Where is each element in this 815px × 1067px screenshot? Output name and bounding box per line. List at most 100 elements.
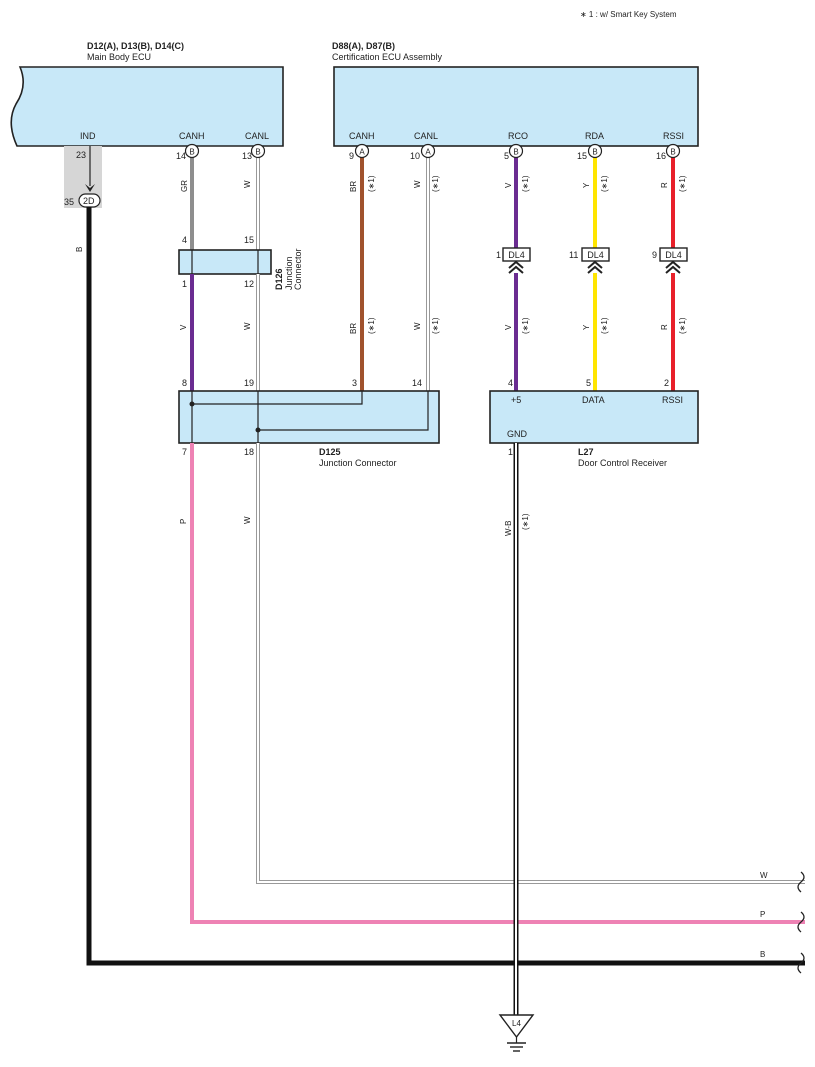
cert-rco-tag: B (513, 148, 518, 157)
wire-label-p: P (179, 519, 188, 524)
dl4-chevron-rssi-icon (665, 260, 681, 274)
wire-star-r-2: (∗1) (678, 317, 687, 334)
d125-splice-canl (255, 427, 261, 433)
exit-label-p: P (760, 910, 765, 919)
wire-star-y-2: (∗1) (600, 317, 609, 334)
wire-w-out (257, 443, 805, 883)
exit-label-b: B (760, 950, 765, 959)
d125-pin-8: 8 (182, 378, 187, 388)
d126-name-2: Connector (293, 248, 303, 290)
l27-pin-4: 4 (508, 378, 513, 388)
ind-junction-pin: 35 (64, 197, 74, 207)
break-p-icon (797, 911, 805, 933)
d125-pin-7: 7 (182, 447, 187, 457)
cert-rda-pin-number: 15 (577, 151, 587, 161)
main-ecu-pin-ind: IND (80, 131, 96, 141)
d125-splice-canh (189, 401, 195, 407)
d125-link-canl (257, 391, 429, 443)
cert-canl-connector (420, 143, 436, 159)
wire-star-y-1: (∗1) (600, 175, 609, 192)
d125-pin-18: 18 (244, 447, 254, 457)
ind-arrow-icon (85, 184, 95, 192)
cert-ecu-pin-canh: CANH (349, 131, 375, 141)
wire-label-wb: W-B (504, 521, 513, 536)
cert-canh-connector (354, 143, 370, 159)
d125-pin-14: 14 (412, 378, 422, 388)
dl4-pin-rda: 11 (569, 250, 578, 260)
wire-star-v-1: (∗1) (521, 175, 530, 192)
wire-star-w-2: (∗1) (431, 317, 440, 334)
d126-pin-4: 4 (182, 235, 187, 245)
wire-label-v-2: V (504, 182, 513, 188)
wire-label-y-1: Y (582, 182, 591, 188)
wire-star-v-2: (∗1) (521, 317, 530, 334)
cert-canl-pin-number: 10 (410, 151, 420, 161)
cert-ecu-pin-rco: RCO (508, 131, 528, 141)
wire-p-pink (190, 443, 805, 924)
d125-name: Junction Connector (319, 458, 397, 468)
wire-label-w-4: W (413, 322, 422, 330)
cert-rssi-tag: B (670, 148, 675, 157)
footnote: ∗ 1 : w/ Smart Key System (580, 10, 677, 19)
main-canh-tag: B (189, 148, 194, 157)
dl4-connector-rco (502, 247, 531, 262)
l27-pin-2: 2 (664, 378, 669, 388)
cert-rssi-pin-number: 16 (656, 151, 666, 161)
cert-canl-tag: A (425, 148, 431, 157)
wire-label-w-3: W (413, 180, 422, 188)
l27-name: Door Control Receiver (578, 458, 667, 468)
main-canl-pin-number: 13 (242, 151, 252, 161)
cert-ecu-pin-canl: CANL (414, 131, 438, 141)
wire-label-b: B (75, 247, 84, 252)
cert-rda-tag: B (592, 148, 597, 157)
cert-ecu-name: Certification ECU Assembly (332, 52, 443, 62)
ind-pin-number: 23 (76, 150, 86, 160)
d126-name-1: Junction (284, 256, 294, 290)
l27-pin-label-gnd: GND (507, 429, 528, 439)
l27-door-control-receiver-box (489, 390, 699, 444)
cert-rco-connector (508, 143, 524, 159)
l27-pin-label-rssi: RSSI (662, 395, 683, 405)
break-w-icon (797, 871, 805, 893)
d125-pin-3: 3 (352, 378, 357, 388)
cert-rda-connector (587, 143, 603, 159)
dl4-label-rco: DL4 (508, 250, 525, 260)
dl4-connector-rssi (659, 247, 688, 262)
wire-w-out-outline (256, 443, 805, 884)
wire-label-w-2: W (243, 322, 252, 330)
dl4-pin-rco: 1 (496, 250, 501, 260)
cert-canh-tag: A (359, 148, 365, 157)
d126-pin-12: 12 (244, 279, 254, 289)
d126-pin-1: 1 (182, 279, 187, 289)
ground-label: L4 (512, 1019, 521, 1028)
d125-code: D125 (319, 447, 341, 457)
main-ecu-pin-canl: CANL (245, 131, 269, 141)
wire-star-br-2: (∗1) (367, 317, 376, 334)
l27-pin-5: 5 (586, 378, 591, 388)
certification-ecu-box (333, 66, 699, 147)
wire-b-black (86, 207, 805, 966)
main-canl-tag: B (255, 148, 260, 157)
wire-label-y-2: Y (582, 324, 591, 330)
cert-ecu-code: D88(A), D87(B) (332, 41, 395, 51)
wire-star-r-1: (∗1) (678, 175, 687, 192)
d125-link-canh (191, 391, 363, 443)
wire-star-br-1: (∗1) (367, 175, 376, 192)
dl4-chevron-rda-icon (587, 260, 603, 274)
main-ecu-pin-canh: CANH (179, 131, 205, 141)
ind-junction-tag-label: 2D (83, 196, 95, 206)
cert-ecu-pin-rssi: RSSI (663, 131, 684, 141)
main-canh-connector (184, 143, 200, 159)
dl4-connector-rda (581, 247, 610, 262)
l27-pin-label-p5: +5 (511, 395, 521, 405)
wire-label-v-1: V (179, 324, 188, 330)
dl4-label-rssi: DL4 (665, 250, 682, 260)
cert-rssi-connector (665, 143, 681, 159)
wire-label-w-1: W (243, 180, 252, 188)
d126-junction-box (178, 249, 272, 275)
dl4-label-rda: DL4 (587, 250, 604, 260)
main-canh-pin-number: 14 (176, 151, 186, 161)
wire-label-v-3: V (504, 324, 513, 330)
cert-ecu-pin-rda: RDA (585, 131, 604, 141)
